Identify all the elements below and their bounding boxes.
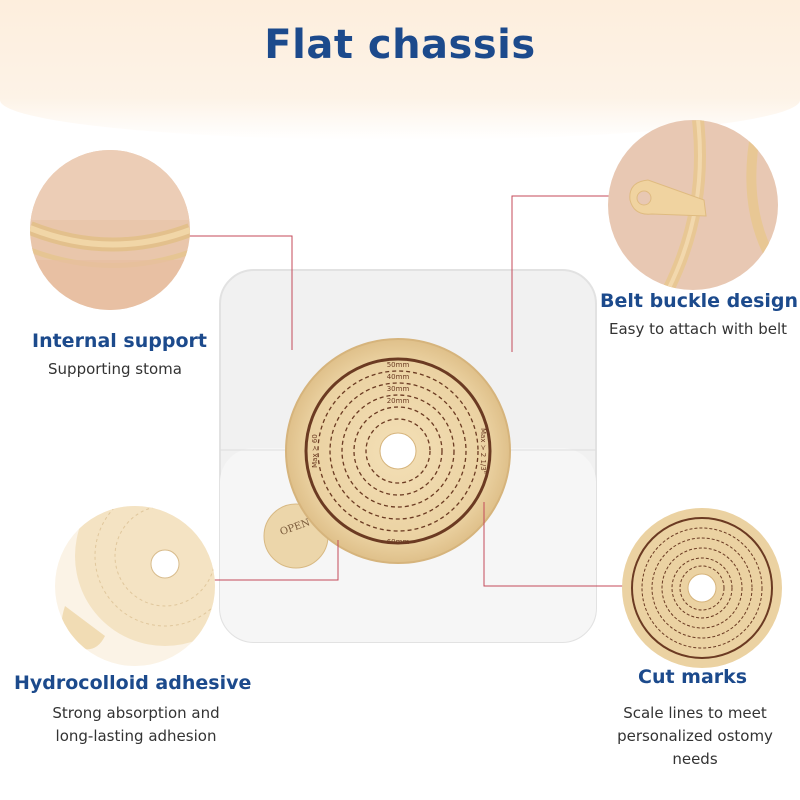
feature-desc-internal-support: Supporting stoma [48, 360, 182, 378]
feature-title-internal-support: Internal support [32, 330, 207, 352]
feature-desc-cut-marks-1: Scale lines to meet [623, 704, 767, 722]
feature-desc-cut-marks-2: personalized ostomy [617, 727, 773, 745]
feature-desc-cut-marks-3: needs [672, 750, 718, 768]
belt-buckle-detail [608, 120, 778, 290]
hydrocolloid-detail [55, 506, 215, 666]
ring-label: 60mm [387, 538, 410, 546]
page-title: Flat chassis [264, 22, 536, 68]
ring-label: 50mm [387, 361, 410, 369]
max-left-label: Max ≻ 60 [311, 434, 319, 468]
stoma-hole [379, 432, 417, 470]
ring-label: 20mm [387, 397, 410, 405]
feature-desc-hydrocolloid-2: long-lasting adhesion [55, 727, 217, 745]
feature-title-cut-marks: Cut marks [638, 666, 748, 688]
feature-desc-hydrocolloid-1: Strong absorption and [52, 704, 220, 722]
internal-support-detail [30, 150, 190, 310]
ring-label: 40mm [387, 373, 410, 381]
feature-title-hydrocolloid: Hydrocolloid adhesive [14, 672, 252, 694]
max-right-label: Max ≻ 2 1/3" [479, 428, 487, 474]
ostomy-barrier-image: OPEN 50mm 40mm 30mm 20mm 60mm Max ≻ 60 M… [219, 269, 597, 643]
cut-marks-detail [622, 508, 782, 668]
feature-desc-belt-buckle: Easy to attach with belt [608, 320, 787, 338]
ring-label: 30mm [387, 385, 410, 393]
feature-title-belt-buckle: Belt buckle design [600, 290, 799, 312]
header-band [0, 0, 800, 140]
